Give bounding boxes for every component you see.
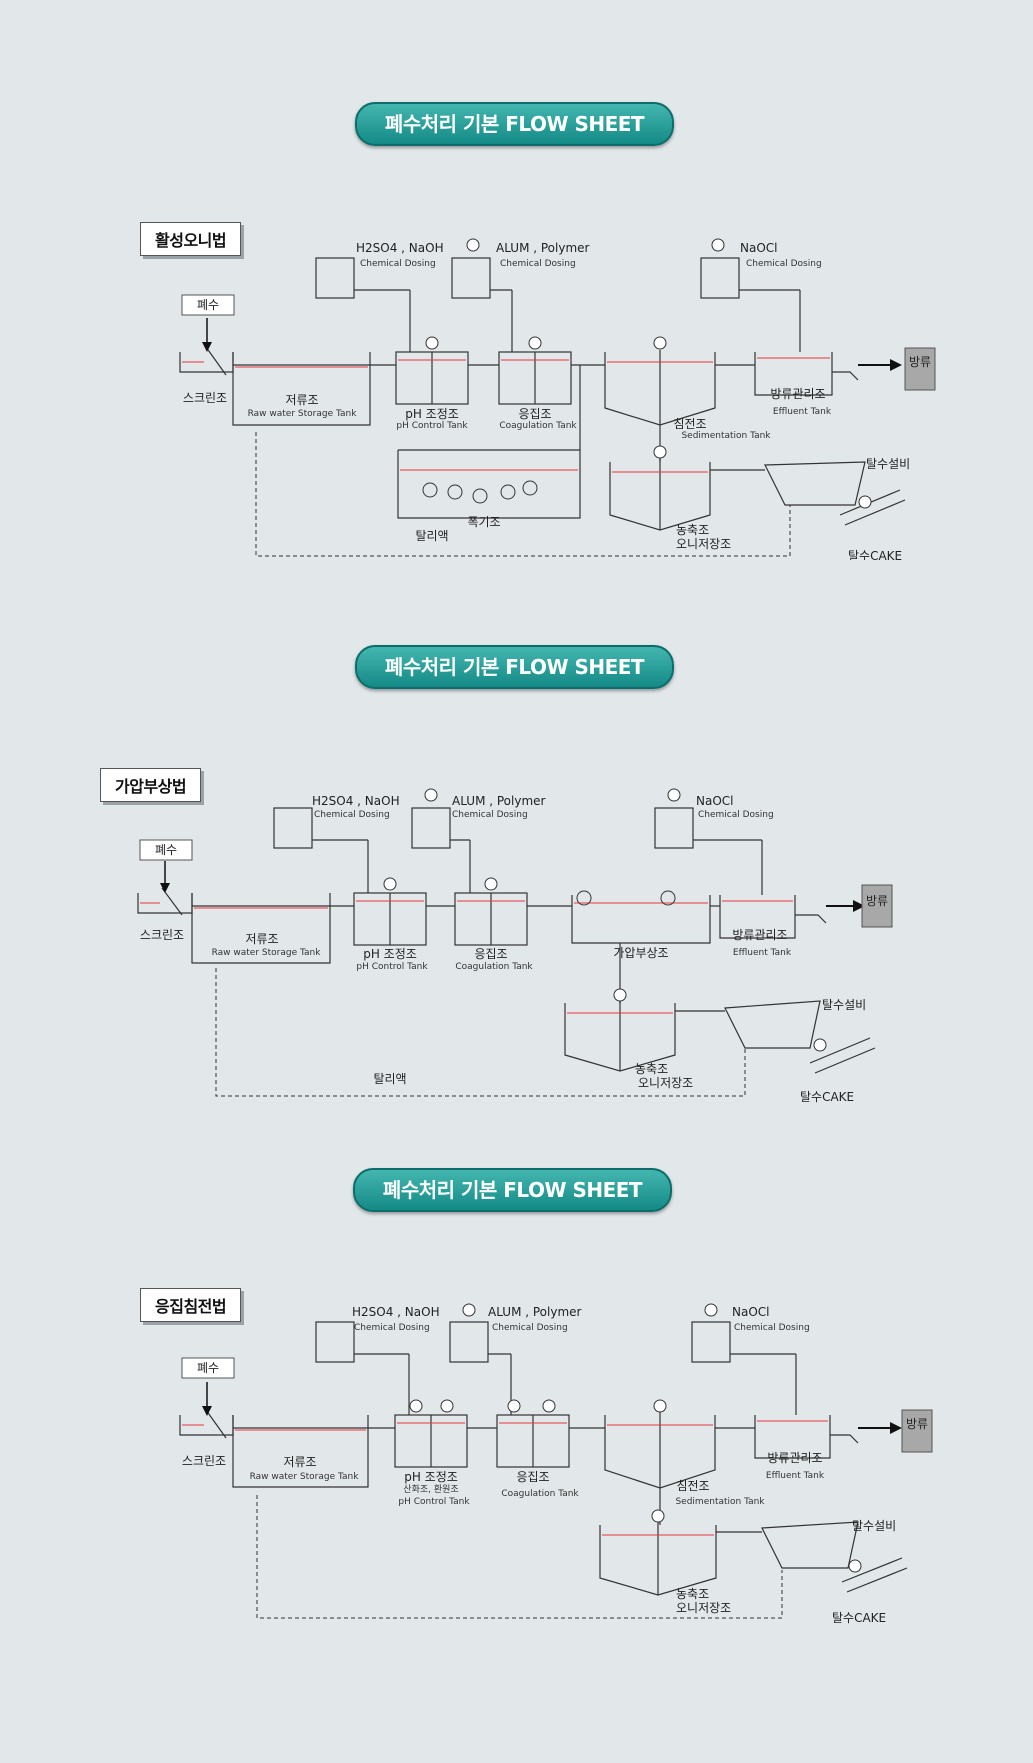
eff-en-label: Effluent Tank <box>766 1471 825 1481</box>
storage-en-label: Raw water Storage Tank <box>212 948 322 958</box>
flow-diagram: 폐수 스크린조 저류조 Raw water Storage Tank H2SO4… <box>179 238 936 560</box>
chem2-sub-label: Chemical Dosing <box>452 810 528 820</box>
coag-label: 응집조 <box>474 947 507 961</box>
influent-label: 폐수 <box>155 843 177 857</box>
daf-label: 가압부상조 <box>613 946 668 960</box>
influent-label: 폐수 <box>197 1361 219 1375</box>
ph-en-label: pH Control Tank <box>356 962 428 972</box>
filtrate-label: 탈리액 <box>373 1072 406 1086</box>
sludge-label: 오니저장조 <box>638 1076 693 1090</box>
sludge-label: 오니저장조 <box>676 537 731 551</box>
section-banner: 폐수처리 기본 FLOW SHEET <box>355 102 674 146</box>
chem2-label: ALUM , Polymer <box>496 241 590 255</box>
chem3-label: NaOCl <box>696 794 734 808</box>
chem2-sub-label: Chemical Dosing <box>500 259 576 269</box>
storage-label: 저류조 <box>283 1455 316 1469</box>
chem1-sub-label: Chemical Dosing <box>354 1323 430 1333</box>
ph-label: pH 조정조 <box>404 1470 458 1484</box>
flow-diagram: 폐수 스크린조 저류조 Raw water Storage Tank H2SO4… <box>179 1303 933 1625</box>
flow-sheet-daf: 폐수처리 기본 FLOW SHEET 가압부상법 <box>0 543 1033 1103</box>
storage-en-label: Raw water Storage Tank <box>248 409 358 419</box>
method-label: 가압부상법 <box>100 768 202 802</box>
thick-label: 농축조 <box>676 523 709 537</box>
dewater-label: 탈수설비 <box>852 1519 896 1533</box>
chem2-label: ALUM , Polymer <box>452 794 546 808</box>
coag-label: 응집조 <box>516 1470 549 1484</box>
thick-label: 농축조 <box>635 1062 668 1076</box>
chem2-sub-label: Chemical Dosing <box>492 1323 568 1333</box>
coag-label: 응집조 <box>518 407 551 421</box>
sed-label: 침전조 <box>676 1479 709 1493</box>
ph-en-label: pH Control Tank <box>396 421 468 431</box>
screen-label: 스크린조 <box>183 391 227 405</box>
chem3-sub-label: Chemical Dosing <box>698 810 774 820</box>
sed-en-label: Sedimentation Tank <box>681 431 771 441</box>
coag-en-label: Coagulation Tank <box>499 421 577 431</box>
chem1-label: H2SO4 , NaOH <box>356 241 444 255</box>
storage-label: 저류조 <box>245 932 278 946</box>
eff-label: 방류관리조 <box>732 928 787 942</box>
influent-label: 폐수 <box>197 298 219 312</box>
section-banner: 폐수처리 기본 FLOW SHEET <box>355 645 674 689</box>
eff-en-label: Effluent Tank <box>773 407 832 417</box>
chem3-label: NaOCl <box>740 241 778 255</box>
flow-sheet-activated-sludge: 폐수처리 기본 FLOW SHEET 활성오니법 <box>0 0 1033 560</box>
eff-label: 방류관리조 <box>767 1451 822 1465</box>
chem3-sub-label: Chemical Dosing <box>734 1323 810 1333</box>
section-banner: 폐수처리 기본 FLOW SHEET <box>353 1168 672 1212</box>
screen-label: 스크린조 <box>182 1454 226 1468</box>
ph-label: pH 조정조 <box>405 407 459 421</box>
discharge-label: 방류 <box>866 894 888 908</box>
influent-box <box>139 839 193 861</box>
eff-en-label: Effluent Tank <box>733 948 792 958</box>
screen-label: 스크린조 <box>140 928 184 942</box>
sed-label: 침전조 <box>673 417 706 431</box>
flow-diagram: 폐수 스크린조 저류조 Raw water Storage Tank H2SO4… <box>137 788 893 1103</box>
cake-label: 탈수CAKE <box>832 1611 886 1625</box>
ph-en-label: pH Control Tank <box>398 1497 470 1507</box>
method-label: 활성오니법 <box>140 222 242 256</box>
chem1-label: H2SO4 , NaOH <box>352 1305 440 1319</box>
eff-label: 방류관리조 <box>770 387 825 401</box>
aeration-label: 폭기조 <box>467 515 500 529</box>
influent-box <box>181 1357 235 1379</box>
influent-box <box>181 294 235 316</box>
storage-en-label: Raw water Storage Tank <box>250 1472 360 1482</box>
discharge-label: 방류 <box>906 1417 928 1431</box>
storage-label: 저류조 <box>285 393 318 407</box>
coag-en-label: Coagulation Tank <box>501 1489 579 1499</box>
chem1-sub-label: Chemical Dosing <box>360 259 436 269</box>
sludge-label: 오니저장조 <box>676 1601 731 1615</box>
chem1-label: H2SO4 , NaOH <box>312 794 400 808</box>
coag-en-label: Coagulation Tank <box>455 962 533 972</box>
ph-label: pH 조정조 <box>363 947 417 961</box>
sed-en-label: Sedimentation Tank <box>675 1497 765 1507</box>
cake-label: 탈수CAKE <box>800 1090 854 1103</box>
chem3-sub-label: Chemical Dosing <box>746 259 822 269</box>
dewater-label: 탈수설비 <box>822 998 866 1012</box>
method-label: 응집침전법 <box>140 1288 242 1322</box>
filtrate-label: 탈리액 <box>415 529 448 543</box>
chem2-label: ALUM , Polymer <box>488 1305 582 1319</box>
chem1-sub-label: Chemical Dosing <box>314 810 390 820</box>
dewater-label: 탈수설비 <box>866 457 910 471</box>
cake-label: 탈수CAKE <box>848 549 902 560</box>
thick-label: 농축조 <box>676 1587 709 1601</box>
chem3-label: NaOCl <box>732 1305 770 1319</box>
flow-sheet-coagulation-sedimentation: 폐수처리 기본 FLOW SHEET 응집침전법 <box>0 1090 1033 1650</box>
discharge-label: 방류 <box>909 355 931 369</box>
ph-sub-label: 산화조, 환원조 <box>403 1483 458 1495</box>
